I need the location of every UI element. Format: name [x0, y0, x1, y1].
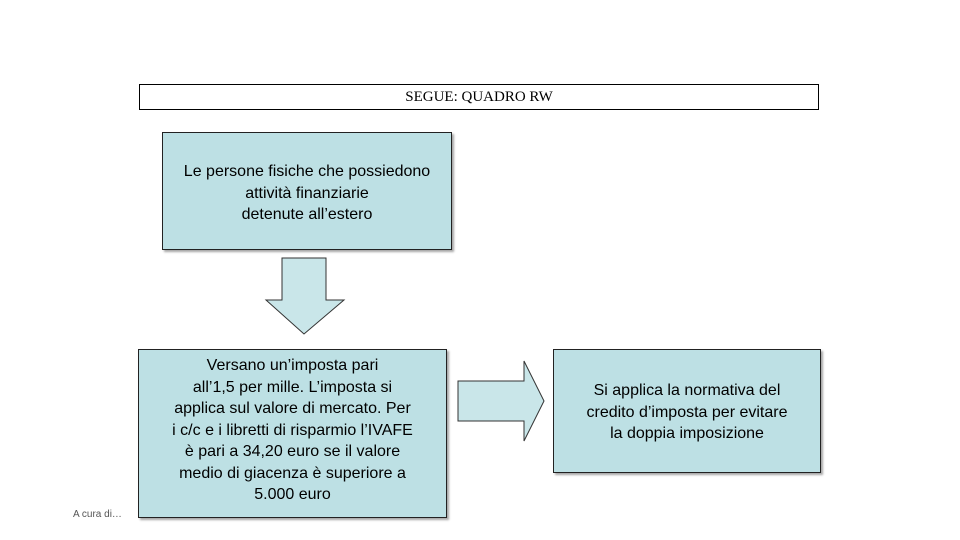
tax-line: i c/c e i libretti di risparmio l’IVAFE [172, 421, 413, 439]
subject-box: Le persone fisiche che possiedono attivi… [162, 132, 452, 250]
tax-line: medio di giacenza è superiore a [179, 464, 406, 482]
tax-line: 5.000 euro [254, 486, 331, 503]
subject-line: Le persone fisiche che possiedono [183, 163, 431, 180]
arrow-down-icon [264, 257, 346, 335]
tax-line: è pari a 34,20 euro se il valore [184, 443, 401, 460]
subject-line: detenute all’estero [241, 206, 373, 223]
result-line: Si applica la normativa del [593, 382, 781, 399]
tax-line: applica sul valore di mercato. Per [174, 400, 411, 417]
arrow-right-icon [457, 360, 545, 442]
footer-text: A cura di… [73, 509, 122, 520]
tax-line: all’1,5 per mille. L’imposta si [192, 378, 393, 396]
tax-line: Versano un’imposta pari [206, 357, 379, 374]
result-line: credito d’imposta per evitare [586, 403, 788, 421]
slide-title: SEGUE: QUADRO RW [139, 84, 819, 110]
tax-box: Versano un’imposta pari all’1,5 per mill… [138, 349, 447, 518]
subject-line: attività finanziarie [245, 184, 369, 202]
result-box: Si applica la normativa del credito d’im… [553, 349, 821, 473]
result-line: la doppia imposizione [610, 425, 764, 442]
